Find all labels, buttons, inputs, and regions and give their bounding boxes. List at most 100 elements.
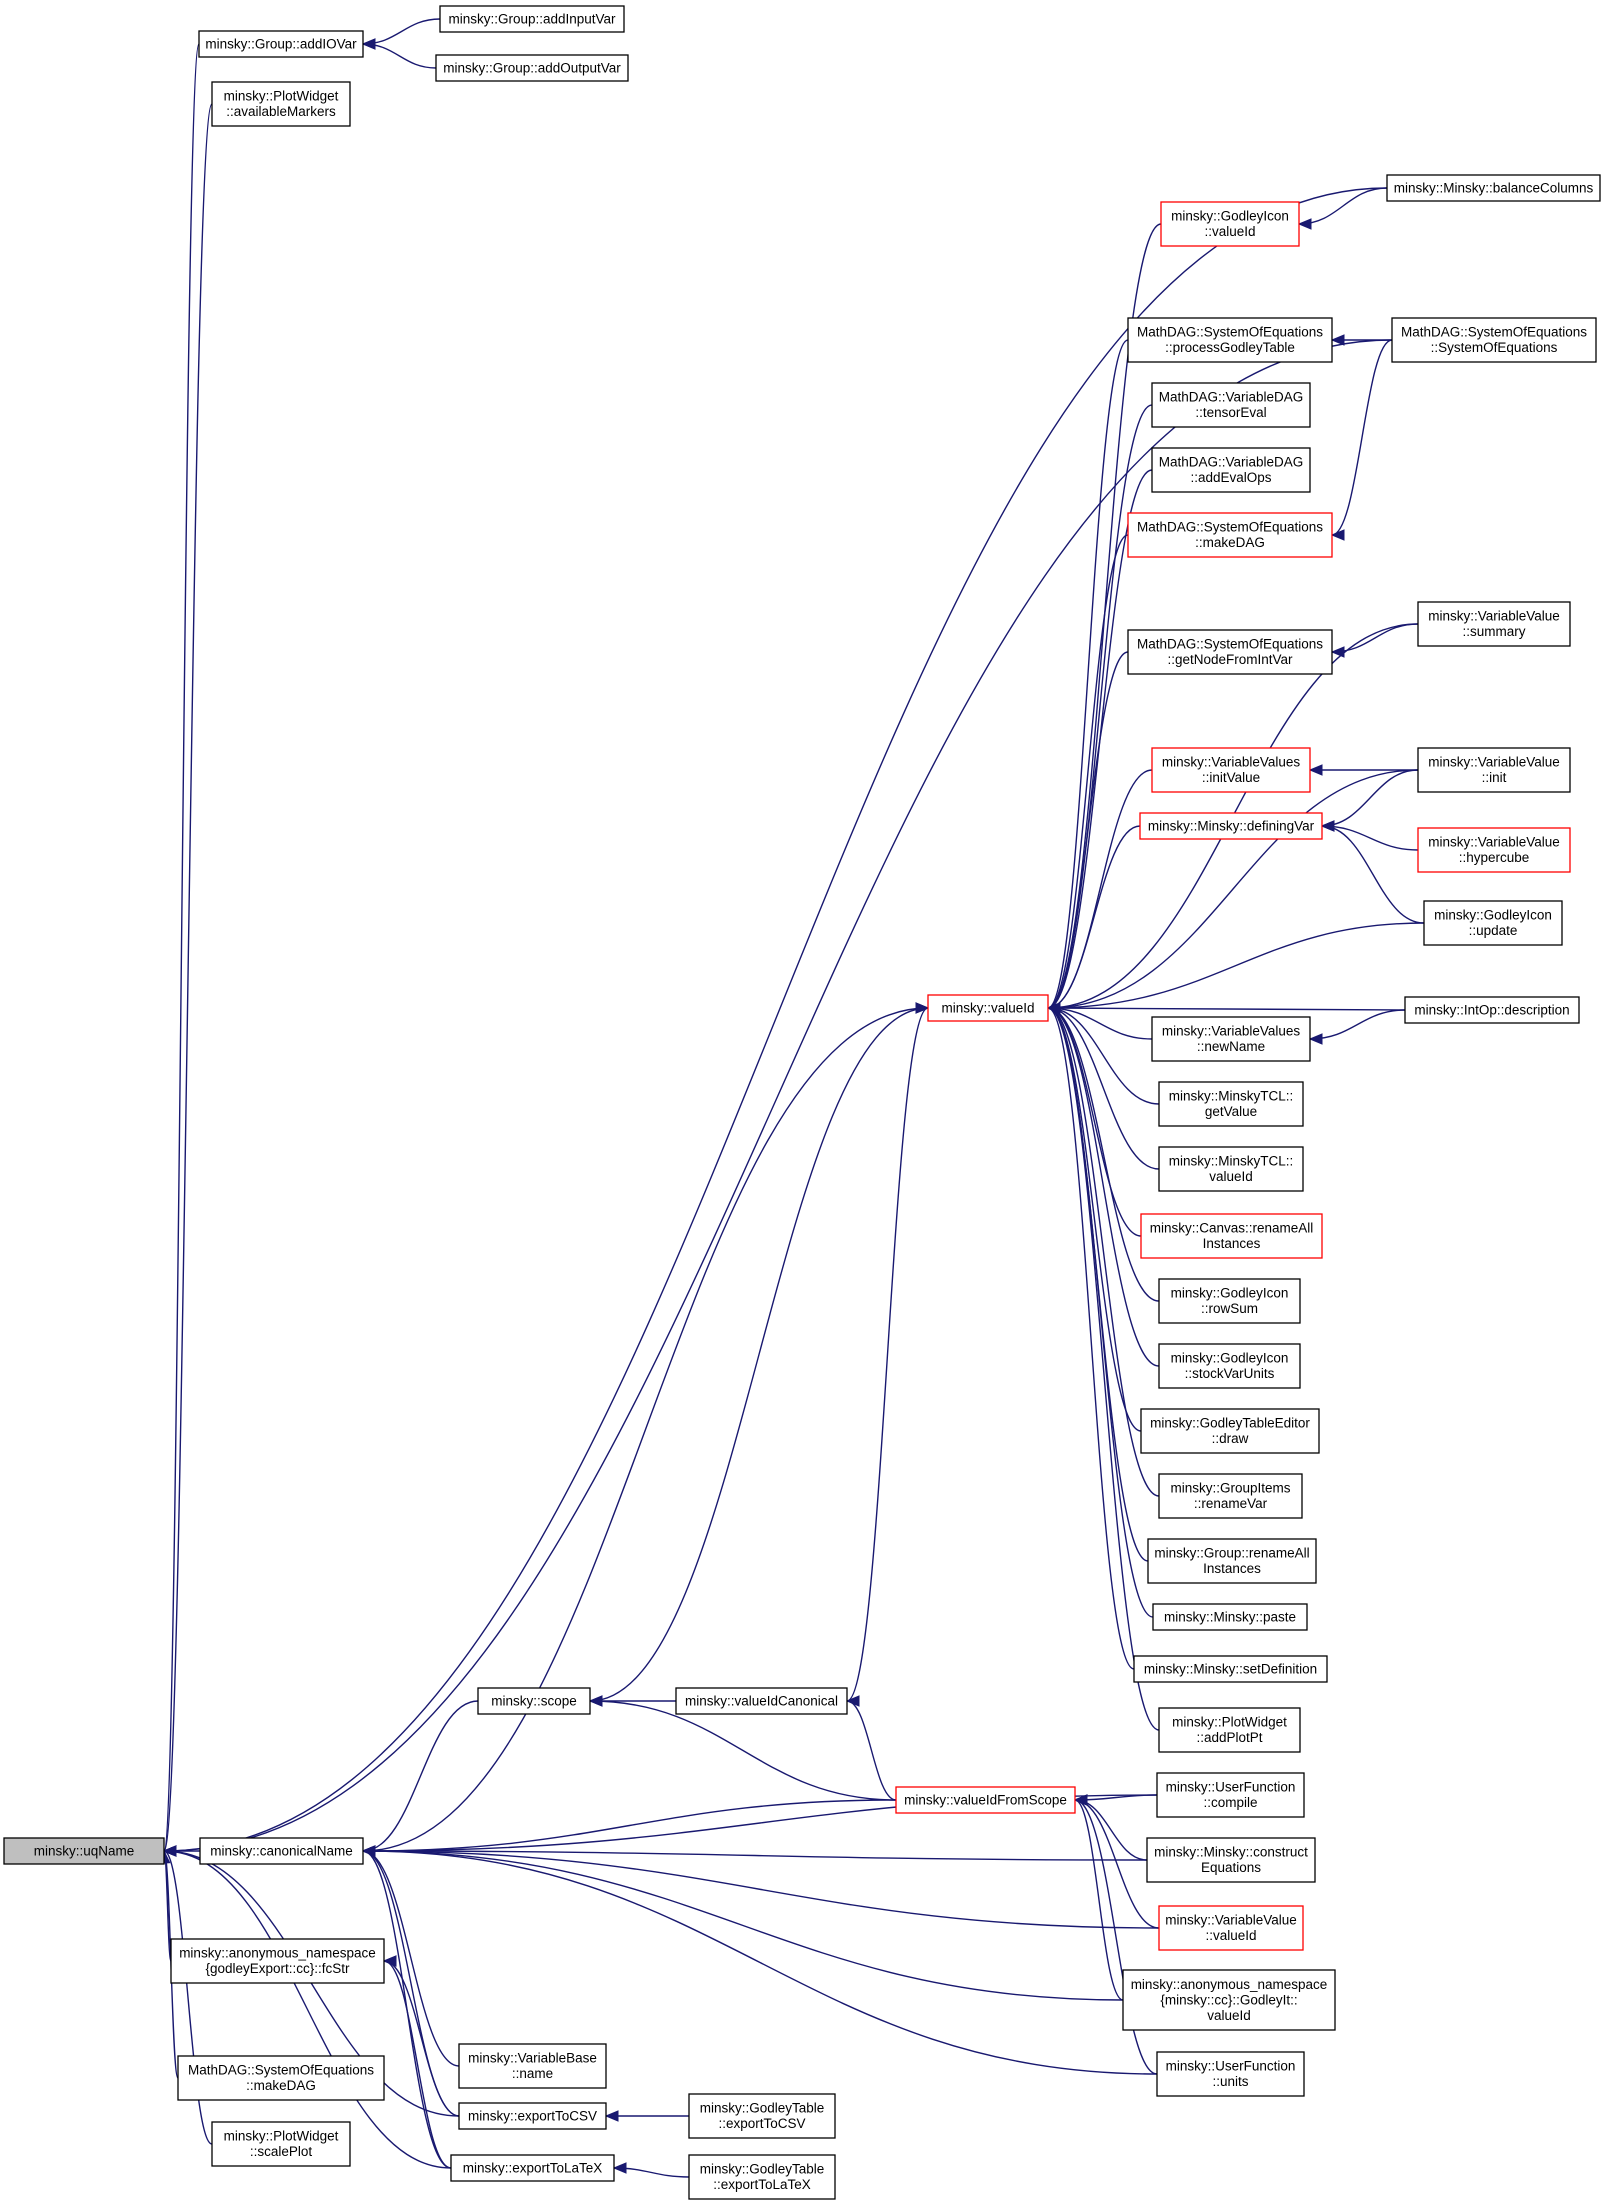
node-stock-var-units[interactable]: minsky::GodleyIcon::stockVarUnits (1158, 1343, 1301, 1389)
node-export-to-la-te-x[interactable]: minsky::exportToLaTeX (450, 2154, 615, 2182)
node-label: {minsky::cc}::GodleyIt:: (1160, 1992, 1297, 2007)
node-tensor-eval[interactable]: MathDAG::VariableDAG::tensorEval (1151, 382, 1311, 428)
edge-value-id-from-scope-to-scope (588, 1695, 897, 1801)
edge-set-definition-to-value-id (1046, 1002, 1135, 1670)
node-box (1417, 827, 1571, 873)
node-box (1151, 382, 1311, 428)
node-box (3, 1837, 165, 1865)
node-box (450, 2154, 615, 2182)
node-label: ::name (512, 2066, 553, 2081)
node-uq-name[interactable]: minsky::uqName (3, 1837, 165, 1865)
edge-line (163, 43, 200, 1852)
node-uf-units[interactable]: minsky::UserFunction::units (1156, 2051, 1305, 2097)
arrowhead (361, 1845, 376, 1857)
node-label: ::processGodleyTable (1165, 340, 1295, 355)
node-init-value[interactable]: minsky::VariableValues::initValue (1151, 747, 1311, 793)
edge-godley-update-to-defining-var (1320, 820, 1425, 924)
node-add-eval-ops[interactable]: MathDAG::VariableDAG::addEvalOps (1151, 447, 1311, 493)
node-label: minsky::GodleyTable (700, 2162, 825, 2177)
node-table-export-to-la-te-x[interactable]: minsky::GodleyTable::exportToLaTeX (688, 2154, 836, 2200)
edge-export-to-la-te-x-to-fc-str (382, 1955, 452, 2169)
node-tcl-get-value[interactable]: minsky::MinskyTCL::getValue (1158, 1081, 1304, 1127)
node-available-markers[interactable]: minsky::PlotWidget::availableMarkers (211, 81, 351, 127)
arrowhead (612, 2162, 627, 2174)
edge-line (163, 103, 213, 1852)
node-vv-init[interactable]: minsky::VariableValue::init (1417, 747, 1571, 793)
edge-layer (159, 18, 1425, 2178)
node-export-to-c-s-v[interactable]: minsky::exportToCSV (458, 2102, 607, 2130)
node-table-export-to-c-s-v[interactable]: minsky::GodleyTable::exportToCSV (688, 2093, 836, 2139)
node-add-plot-pt[interactable]: minsky::PlotWidget::addPlotPt (1158, 1707, 1301, 1753)
node-label: minsky::VariableValue (1428, 835, 1560, 850)
node-paste[interactable]: minsky::Minsky::paste (1152, 1603, 1308, 1631)
edge-line (362, 1007, 929, 1852)
edge-line (1047, 1007, 1406, 1011)
edge-line (1047, 1007, 1160, 1170)
node-add-input-var[interactable]: minsky::Group::addInputVar (439, 5, 625, 33)
node-int-op-description[interactable]: minsky::IntOp::description (1404, 996, 1580, 1024)
arrowhead (1330, 646, 1345, 658)
edge-line (1074, 1799, 1158, 2075)
node-system-of-equations[interactable]: MathDAG::SystemOfEquations::SystemOfEqua… (1391, 317, 1597, 363)
edge-line (1321, 769, 1419, 827)
node-uf-compile[interactable]: minsky::UserFunction::compile (1156, 1772, 1305, 1818)
edge-line (846, 1700, 897, 1801)
node-make-d-a-g2[interactable]: MathDAG::SystemOfEquations::makeDAG (177, 2055, 385, 2101)
node-table-editor-draw[interactable]: minsky::GodleyTableEditor::draw (1140, 1408, 1320, 1454)
node-box (1417, 601, 1571, 647)
edge-process-godley-table-to-value-id (1046, 339, 1129, 1014)
node-label: {godleyExport::cc}::fcStr (205, 1961, 350, 1976)
node-new-name[interactable]: minsky::VariableValues::newName (1151, 1016, 1311, 1062)
edge-value-id-from-scope-to-value-id-canonical (845, 1695, 897, 1801)
node-label: ::initValue (1202, 770, 1260, 785)
edge-line (1047, 922, 1425, 1009)
node-make-d-a-g1[interactable]: MathDAG::SystemOfEquations::makeDAG (1127, 512, 1333, 558)
node-label: minsky::GodleyTable (700, 2101, 825, 2116)
node-value-id-canonical[interactable]: minsky::valueIdCanonical (675, 1687, 848, 1715)
node-summary[interactable]: minsky::VariableValue::summary (1417, 601, 1571, 647)
node-defining-var[interactable]: minsky::Minsky::definingVar (1139, 812, 1323, 840)
edge-line (1047, 769, 1419, 1009)
edge-value-id-from-scope-to-canonical-name (361, 1799, 897, 1857)
node-label: minsky::GodleyIcon (1171, 209, 1289, 224)
node-get-node-from-int-var[interactable]: MathDAG::SystemOfEquations::getNodeFromI… (1127, 629, 1333, 675)
node-add-i-o-var[interactable]: minsky::Group::addIOVar (198, 30, 364, 58)
node-add-output-var[interactable]: minsky::Group::addOutputVar (435, 54, 629, 82)
edge-table-export-to-la-te-x-to-export-to-la-te-x (612, 2162, 690, 2178)
node-tcl-value-id[interactable]: minsky::MinskyTCL::valueId (1158, 1146, 1304, 1192)
node-hypercube[interactable]: minsky::VariableValue::hypercube (1417, 827, 1571, 873)
node-variable-base-name[interactable]: minsky::VariableBase::name (458, 2043, 607, 2089)
node-row-sum[interactable]: minsky::GodleyIcon::rowSum (1158, 1278, 1301, 1324)
node-label: minsky::Minsky::paste (1164, 1609, 1296, 1624)
arrowhead (915, 1002, 930, 1014)
node-rename-var[interactable]: minsky::GroupItems::renameVar (1158, 1473, 1303, 1519)
node-label: MathDAG::VariableDAG (1159, 390, 1304, 405)
node-fc-str[interactable]: minsky::anonymous_namespace{godleyExport… (170, 1938, 385, 1984)
node-label: ::scalePlot (250, 2144, 313, 2159)
node-scale-plot[interactable]: minsky::PlotWidget::scalePlot (211, 2121, 351, 2167)
node-value-id[interactable]: minsky::valueId (927, 994, 1049, 1022)
node-label: minsky::Minsky::construct (1154, 1845, 1308, 1860)
node-scope[interactable]: minsky::scope (477, 1687, 591, 1715)
node-vv-value-id[interactable]: minsky::VariableValue::valueId (1158, 1905, 1304, 1951)
node-box (1386, 174, 1601, 202)
node-label: ::update (1469, 923, 1518, 938)
edge-line (362, 1850, 460, 2067)
edge-paste-to-value-id (1046, 1002, 1154, 1618)
node-balance-columns[interactable]: minsky::Minsky::balanceColumns (1386, 174, 1601, 202)
node-label: minsky::MinskyTCL:: (1169, 1154, 1294, 1169)
arrowhead (1046, 1002, 1061, 1014)
node-godley-icon-value-id[interactable]: minsky::GodleyIcon::valueId (1160, 201, 1300, 247)
node-godley-it-value-id[interactable]: minsky::anonymous_namespace{minsky::cc}:… (1122, 1969, 1336, 2031)
node-label: MathDAG::SystemOfEquations (1137, 325, 1323, 340)
node-box (1146, 1837, 1316, 1883)
node-process-godley-table[interactable]: MathDAG::SystemOfEquations::processGodle… (1127, 317, 1333, 363)
node-canonical-name[interactable]: minsky::canonicalName (199, 1837, 364, 1865)
node-value-id-from-scope[interactable]: minsky::valueIdFromScope (895, 1786, 1076, 1814)
node-set-definition[interactable]: minsky::Minsky::setDefinition (1133, 1655, 1328, 1683)
node-godley-update[interactable]: minsky::GodleyIcon::update (1423, 900, 1563, 946)
